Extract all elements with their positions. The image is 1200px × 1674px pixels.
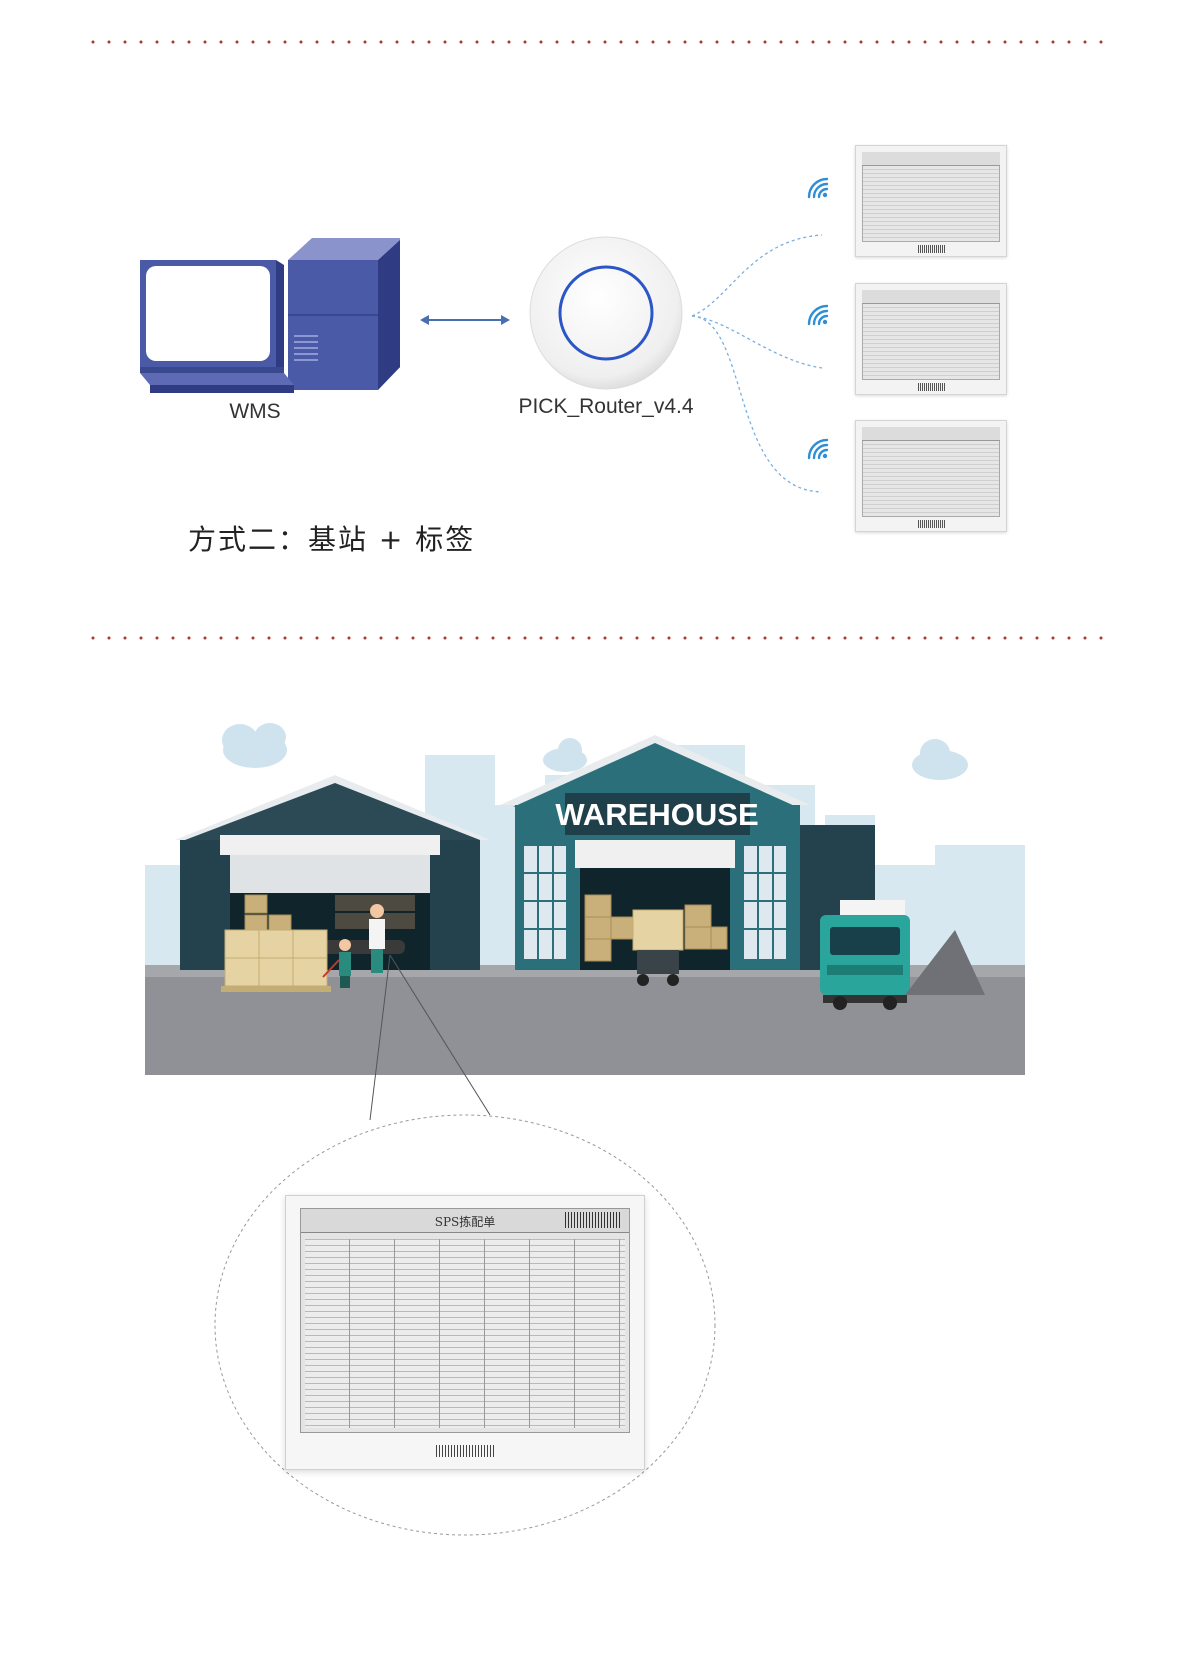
worker-figure — [322, 939, 351, 988]
sync-arrow-icon — [420, 315, 510, 325]
barcode-icon — [436, 1445, 496, 1457]
eink-label-icon — [855, 283, 1007, 395]
wms-label: WMS — [229, 400, 281, 423]
mode-caption: 方式二：基站 + 标签 — [188, 523, 476, 556]
wms-computer-icon — [140, 238, 400, 393]
eink-label-icon — [855, 145, 1007, 257]
middle-divider — [85, 636, 1115, 640]
worker-figure — [369, 904, 385, 973]
router-icon — [529, 236, 683, 390]
wireless-links — [691, 234, 823, 493]
router-label: PICK_Router_v4.4 — [518, 395, 694, 418]
forklift-icon — [632, 909, 684, 986]
eink-label-detail: SPS拣配单 — [285, 1195, 645, 1470]
wifi-icon — [807, 177, 829, 199]
zoom-circle — [214, 1114, 716, 1536]
cloud-icon — [912, 739, 968, 780]
cloud-icon — [222, 723, 287, 768]
top-divider — [85, 40, 1115, 44]
wifi-icon — [807, 304, 829, 326]
truck-icon — [820, 900, 910, 1010]
eink-label-icon — [855, 420, 1007, 532]
callout-lines — [369, 954, 491, 1121]
wifi-icon — [807, 438, 829, 460]
warehouse-sign: WAREHOUSE — [555, 797, 758, 832]
label-title: SPS拣配单 — [434, 1215, 496, 1229]
warehouse-scene: WAREHOUSE — [145, 723, 1025, 1075]
barcode-icon — [565, 1212, 621, 1228]
cloud-icon — [543, 738, 587, 772]
